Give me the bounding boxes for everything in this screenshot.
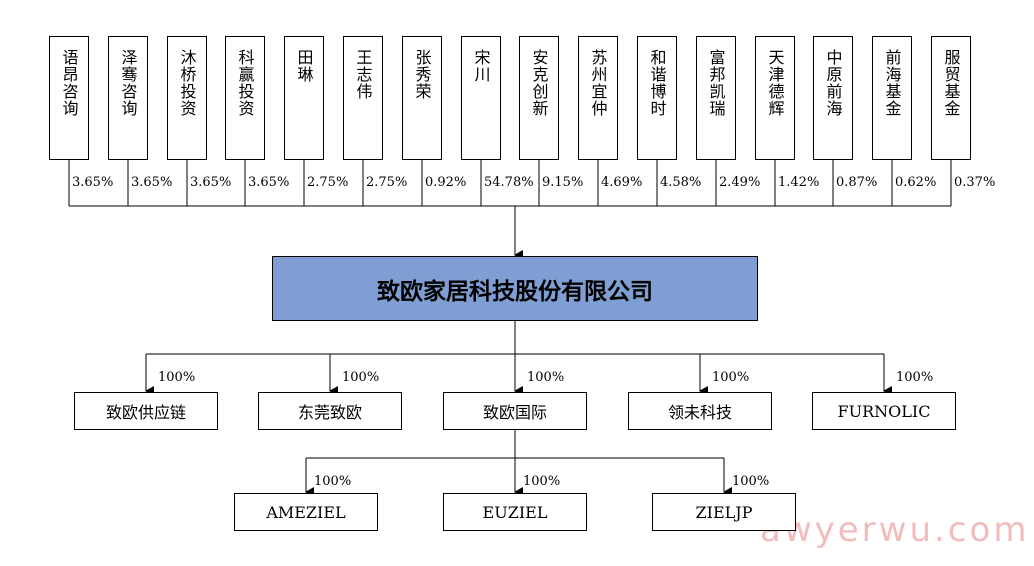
shareholder-box: 天津德辉 [755, 36, 795, 160]
subsidiary-percent: 100% [896, 370, 934, 385]
shareholder-box: 泽骞咨询 [108, 36, 148, 160]
shareholder-box: 王志伟 [343, 36, 383, 160]
shareholder-name: 宋川 [471, 49, 491, 83]
subsidiary-percent: 100% [712, 370, 750, 385]
shareholder-box: 宋川 [461, 36, 501, 160]
shareholder-box: 和谐博时 [637, 36, 677, 160]
company-name: 致欧家居科技股份有限公司 [377, 277, 653, 305]
shareholder-box: 前海基金 [872, 36, 912, 160]
shareholder-percent: 2.75% [307, 175, 349, 190]
shareholder-name: 和谐博时 [647, 49, 667, 117]
subsidiary-percent: 100% [342, 370, 380, 385]
shareholder-percent: 2.75% [366, 175, 408, 190]
shareholder-box: 安克创新 [519, 36, 559, 160]
shareholder-name: 前海基金 [882, 49, 902, 117]
subsidiary-box: 东莞致欧 [258, 392, 402, 430]
shareholder-box: 田琳 [284, 36, 324, 160]
subsidiary-percent: 100% [527, 370, 565, 385]
watermark: awyerwu.com [760, 510, 1030, 550]
subsidiary-box: 致欧供应链 [74, 392, 218, 430]
shareholder-box: 服贸基金 [931, 36, 971, 160]
international-percent: 100% [732, 474, 770, 489]
international-box: ZIELJP [652, 493, 796, 531]
shareholder-percent: 4.69% [601, 175, 643, 190]
shareholder-box: 科赢投资 [225, 36, 265, 160]
shareholder-name: 泽骞咨询 [118, 49, 138, 117]
shareholder-name: 田琳 [294, 49, 314, 83]
shareholder-name: 富邦凯瑞 [706, 49, 726, 117]
international-box: AMEZIEL [234, 493, 378, 531]
shareholder-name: 张秀荣 [412, 49, 432, 100]
shareholder-box: 苏州宜仲 [578, 36, 618, 160]
shareholder-name: 王志伟 [353, 49, 373, 100]
shareholder-percent: 1.42% [778, 175, 820, 190]
international-box: EUZIEL [443, 493, 587, 531]
shareholder-percent: 3.65% [131, 175, 173, 190]
shareholder-name: 天津德辉 [765, 49, 785, 117]
shareholder-box: 沐桥投资 [167, 36, 207, 160]
subsidiary-box: 致欧国际 [443, 392, 587, 430]
shareholder-percent: 0.87% [836, 175, 878, 190]
shareholder-percent: 3.65% [248, 175, 290, 190]
shareholder-percent: 3.65% [72, 175, 114, 190]
shareholder-name: 中原前海 [823, 49, 843, 117]
shareholder-percent: 4.58% [660, 175, 702, 190]
shareholder-percent: 0.62% [895, 175, 937, 190]
shareholder-percent: 3.65% [190, 175, 232, 190]
international-percent: 100% [523, 474, 561, 489]
shareholder-percent: 54.78% [484, 175, 534, 190]
company-box: 致欧家居科技股份有限公司 [272, 256, 758, 321]
shareholder-box: 富邦凯瑞 [696, 36, 736, 160]
subsidiary-percent: 100% [158, 370, 196, 385]
shareholder-percent: 0.37% [954, 175, 996, 190]
subsidiary-box: 领未科技 [628, 392, 772, 430]
shareholder-box: 中原前海 [813, 36, 853, 160]
shareholder-name: 服贸基金 [941, 49, 961, 117]
shareholder-name: 科赢投资 [235, 49, 255, 117]
shareholder-percent: 9.15% [542, 175, 584, 190]
shareholder-box: 张秀荣 [402, 36, 442, 160]
shareholder-name: 苏州宜仲 [588, 49, 608, 117]
shareholder-name: 语昂咨询 [59, 49, 79, 117]
shareholder-percent: 2.49% [719, 175, 761, 190]
international-percent: 100% [314, 474, 352, 489]
shareholder-name: 安克创新 [529, 49, 549, 117]
subsidiary-box: FURNOLIC [812, 392, 956, 430]
shareholder-name: 沐桥投资 [177, 49, 197, 117]
shareholder-box: 语昂咨询 [49, 36, 89, 160]
shareholder-percent: 0.92% [425, 175, 467, 190]
